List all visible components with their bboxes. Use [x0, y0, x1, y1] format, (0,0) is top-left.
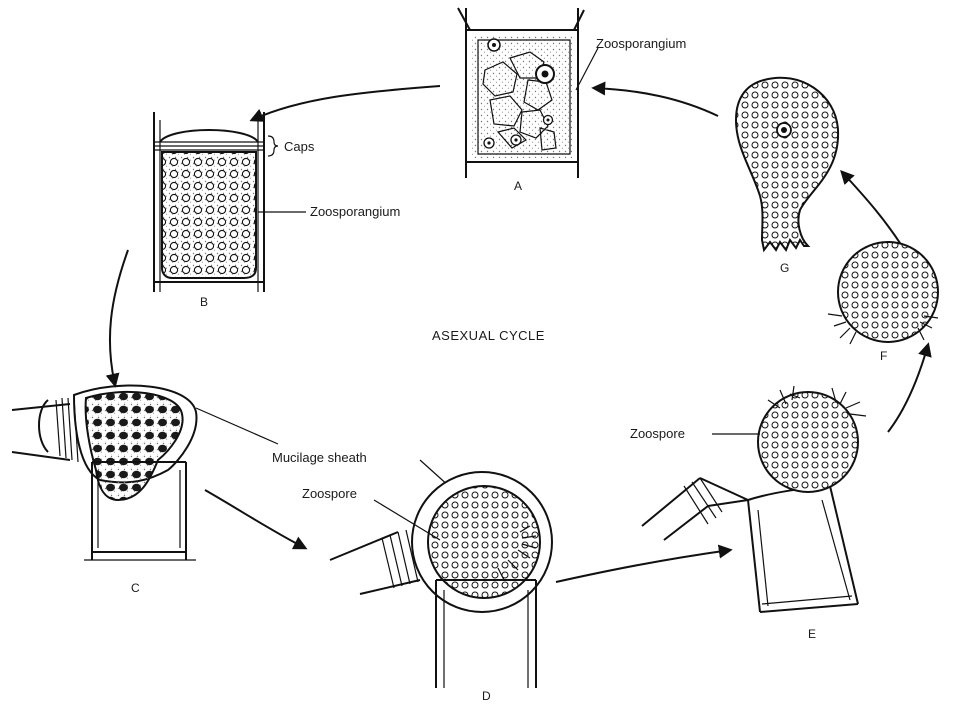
caps-brace [268, 136, 278, 156]
arrow-b-to-c [110, 250, 128, 385]
arrow-d-to-e [556, 550, 730, 582]
zoosporangium-a-leader [576, 48, 598, 90]
stage-e-empty-cell [642, 478, 858, 612]
arrow-e-to-f [888, 345, 928, 432]
arrow-f-to-g [842, 172, 902, 246]
stage-c-label: C [131, 581, 140, 595]
mucilage-sheath-label: Mucilage sheath [272, 450, 367, 465]
mucilage-sheath-leader-c [196, 408, 278, 444]
zoosporangium-a-label: Zoosporangium [596, 36, 686, 51]
stage-b-zoosporangium-with-caps [154, 112, 264, 292]
stage-g-germling [736, 78, 838, 250]
arrow-a-to-b [252, 86, 440, 120]
caps-label: Caps [284, 139, 315, 154]
stage-f-settling-zoospore [828, 242, 938, 344]
stage-a-zoosporangium-cell [458, 8, 584, 178]
arrow-c-to-d [205, 490, 305, 548]
stage-e-label: E [808, 627, 816, 641]
stage-d-label: D [482, 689, 491, 703]
stage-d-zoospore-in-sheath [330, 472, 552, 688]
stage-c-zoospore-release [12, 386, 196, 560]
zoospore-e-label: Zoospore [630, 426, 685, 441]
stage-g-label: G [780, 261, 789, 275]
arrow-g-to-a [594, 88, 718, 116]
zoospore-d-label: Zoospore [302, 486, 357, 501]
stage-f-label: F [880, 349, 887, 363]
stage-e-free-zoospore [758, 386, 866, 492]
cycle-title: ASEXUAL CYCLE [432, 328, 545, 343]
stage-b-label: B [200, 295, 208, 309]
zoosporangium-b-label: Zoosporangium [310, 204, 400, 219]
stage-a-label: A [514, 179, 522, 193]
